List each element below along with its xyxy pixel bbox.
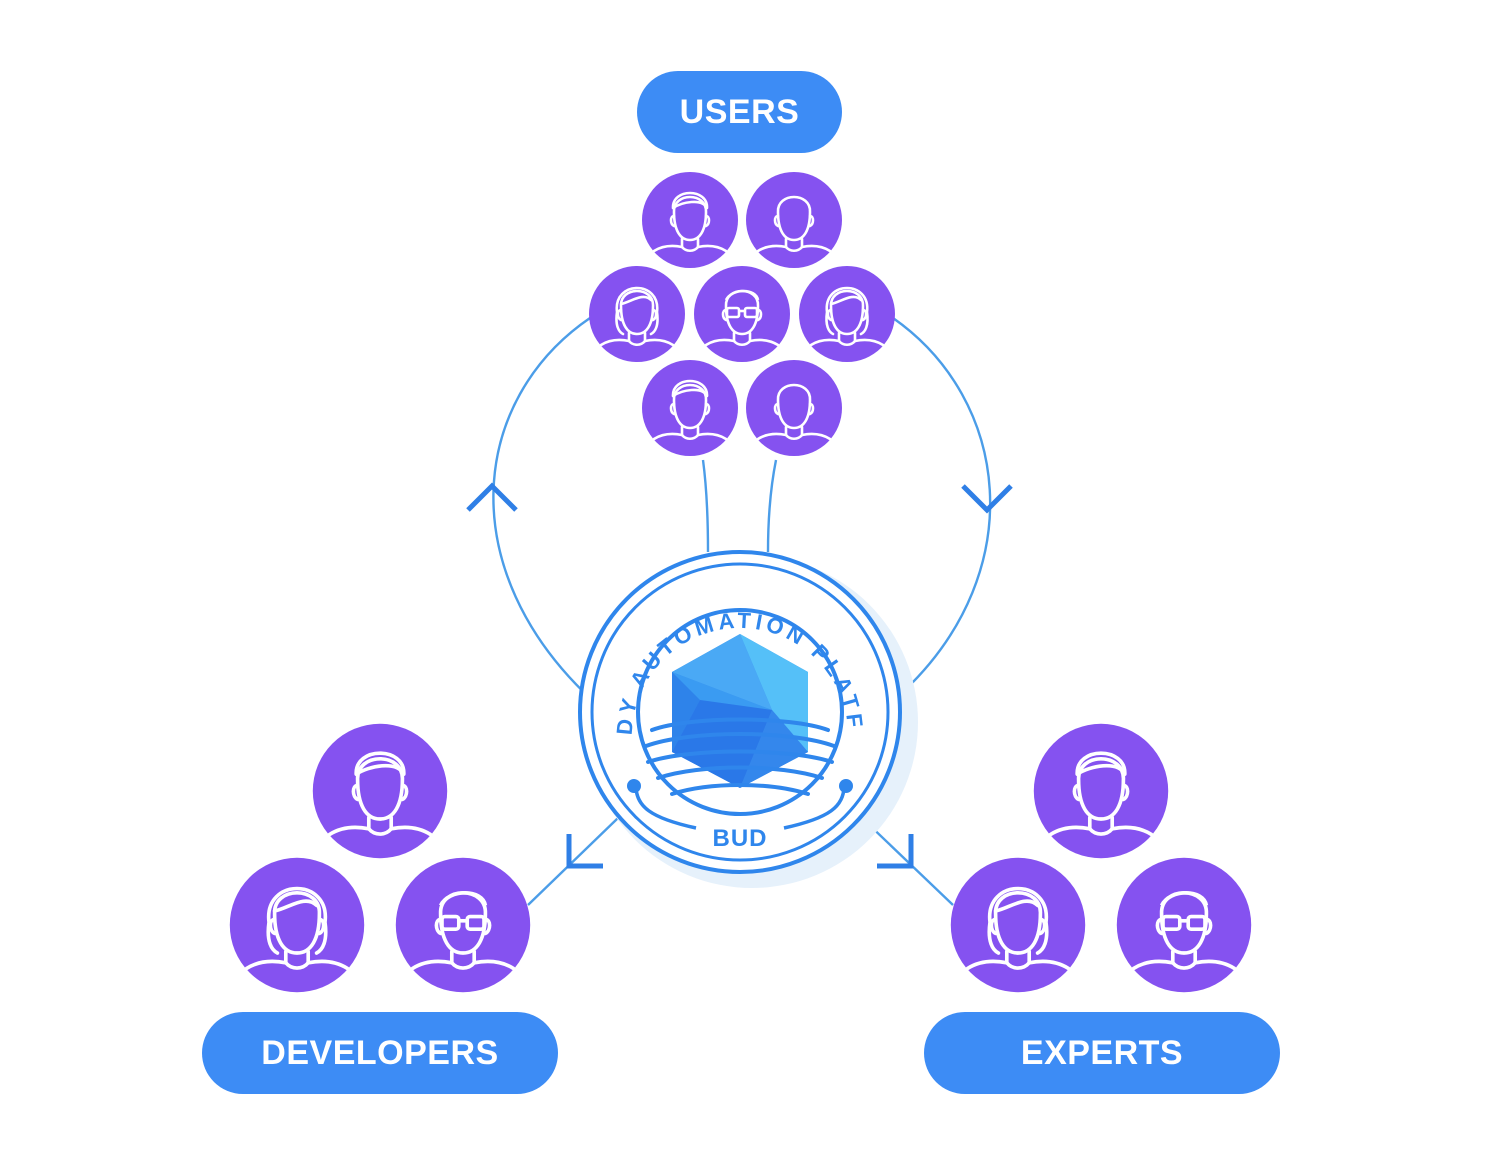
badge-label: BUD (713, 825, 768, 852)
user-avatar-icon (589, 266, 685, 362)
user-avatar-icon (694, 266, 790, 362)
badge-dot-right (839, 779, 853, 793)
developer-avatar-icon (230, 858, 364, 992)
developers-link (527, 817, 619, 906)
user-avatar-icon (744, 170, 844, 270)
right-cycle-arc (892, 317, 992, 691)
arrow-down-icon (961, 484, 1013, 514)
flow-arrows (466, 482, 1013, 869)
badge-dot-left (627, 779, 641, 793)
user-avatar-icon (744, 358, 844, 458)
users-link-left (701, 459, 710, 553)
expert-avatar-icon (1117, 858, 1251, 992)
developer-avatar-icon (313, 724, 447, 858)
arrow-down-right-icon (877, 834, 914, 869)
arrow-up-icon (466, 482, 518, 512)
experts-label: EXPERTS (924, 1012, 1280, 1094)
developers-avatar-group (230, 724, 530, 992)
arrow-down-left-icon (566, 834, 603, 869)
developers-label: DEVELOPERS (202, 1012, 558, 1094)
left-cycle-arc (492, 317, 593, 701)
users-avatar-group (589, 170, 895, 458)
expert-avatar-icon (1034, 724, 1168, 858)
users-link-right (766, 459, 778, 553)
user-avatar-icon (799, 266, 895, 362)
user-avatar-icon (642, 360, 738, 456)
developer-avatar-icon (396, 858, 530, 992)
users-label: USERS (637, 71, 842, 153)
expert-avatar-icon (951, 858, 1085, 992)
experts-avatar-group (951, 724, 1251, 992)
user-avatar-icon (642, 172, 738, 268)
experts-link (861, 817, 954, 906)
waves-icon (644, 717, 836, 796)
